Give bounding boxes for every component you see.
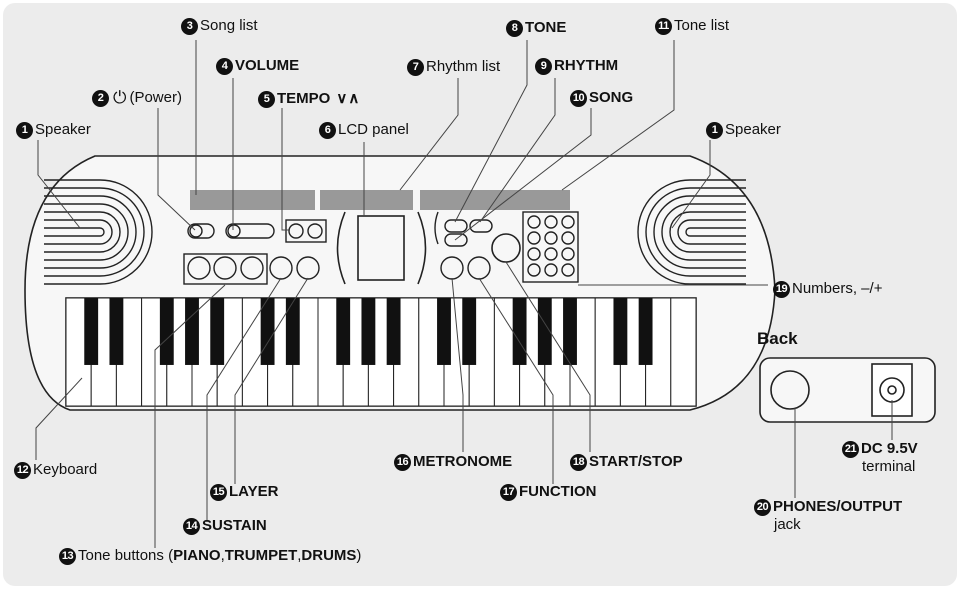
lcd-panel <box>336 211 427 285</box>
label-dc-terminal-sub: terminal <box>862 458 916 475</box>
tone-buttons <box>183 253 491 285</box>
label-power: 2⏻(Power) <box>92 89 182 107</box>
black-key <box>210 298 225 365</box>
black-key <box>109 298 124 365</box>
white-key <box>670 297 697 407</box>
speaker-left <box>44 179 153 285</box>
start-stop-button <box>491 233 521 263</box>
black-key <box>260 298 275 365</box>
speaker-right <box>637 179 746 285</box>
black-key <box>361 298 376 365</box>
black-key <box>638 298 653 365</box>
back-panel <box>759 357 936 423</box>
leader-lines <box>35 40 893 548</box>
black-key <box>437 298 451 365</box>
black-key <box>462 298 477 365</box>
number-pad <box>522 211 579 283</box>
label-phones-output-sub: jack <box>774 516 801 533</box>
black-key <box>386 298 401 365</box>
black-key <box>336 298 351 365</box>
black-key <box>159 298 174 365</box>
power-switch <box>187 223 215 239</box>
power-icon: ⏻ <box>113 88 127 107</box>
keyboard-keys <box>65 297 697 407</box>
black-key <box>563 298 577 365</box>
black-key <box>512 298 527 365</box>
black-key <box>613 298 628 365</box>
volume-slider <box>225 223 275 239</box>
back-title: Back <box>757 329 798 348</box>
black-key <box>84 298 99 365</box>
black-key <box>285 298 300 365</box>
phones-jack <box>770 370 810 410</box>
rhythm-list-strip <box>320 190 413 210</box>
tempo-buttons <box>285 219 327 243</box>
black-key <box>537 298 552 365</box>
song-list-strip <box>190 190 315 210</box>
black-key <box>185 298 199 365</box>
